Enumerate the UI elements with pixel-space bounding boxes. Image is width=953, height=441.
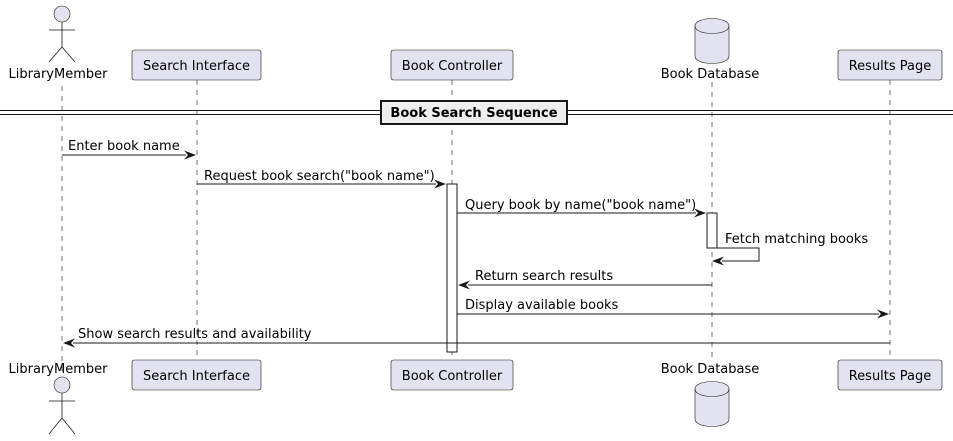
participant-label: Book Controller (402, 59, 503, 74)
message-label: Fetch matching books (725, 232, 868, 247)
message-label: Show search results and availability (78, 327, 312, 342)
divider-label: Book Search Sequence (390, 106, 557, 121)
message-label: Display available books (465, 298, 619, 313)
participant-label: Search Interface (143, 59, 250, 74)
message-label: Return search results (475, 269, 613, 284)
actor-member-bottom: LibraryMember (9, 362, 109, 435)
message-label: Request book search("book name") (204, 169, 435, 184)
message-label: Query book by name("book name") (465, 198, 696, 213)
message-7: Show search results and availability (63, 327, 890, 348)
participant-label: Book Database (661, 67, 760, 82)
participant-search-bottom: Search Interface (131, 359, 262, 391)
participant-label: LibraryMember (9, 67, 109, 82)
participant-label: LibraryMember (9, 362, 109, 377)
message-2: Request book search("book name") (197, 169, 446, 189)
message-3: Query book by name("book name") (457, 198, 706, 218)
message-1: Enter book name (62, 139, 196, 160)
message-6: Display available books (457, 298, 889, 319)
participant-results-bottom: Results Page (837, 359, 943, 391)
participant-label: Search Interface (143, 369, 250, 384)
divider: Book Search Sequence (0, 100, 953, 125)
participant-label: Book Controller (402, 369, 503, 384)
database-icon-bottom: Book Database (661, 362, 760, 427)
message-5-return: Return search results (458, 269, 712, 290)
message-4-self: Fetch matching books (712, 232, 868, 266)
activation-db (706, 212, 718, 249)
participant-controller-bottom: Book Controller (390, 359, 514, 391)
activation-controller (446, 183, 458, 353)
participant-label: Results Page (849, 369, 932, 384)
participant-controller-top: Book Controller (390, 49, 514, 81)
actor-member-top: LibraryMember (9, 5, 109, 82)
database-icon-top: Book Database (661, 18, 760, 82)
participant-label: Results Page (849, 59, 932, 74)
participant-search-top: Search Interface (131, 49, 262, 81)
participant-label: Book Database (661, 362, 760, 377)
message-label: Enter book name (68, 139, 180, 154)
participant-results-top: Results Page (837, 49, 943, 81)
